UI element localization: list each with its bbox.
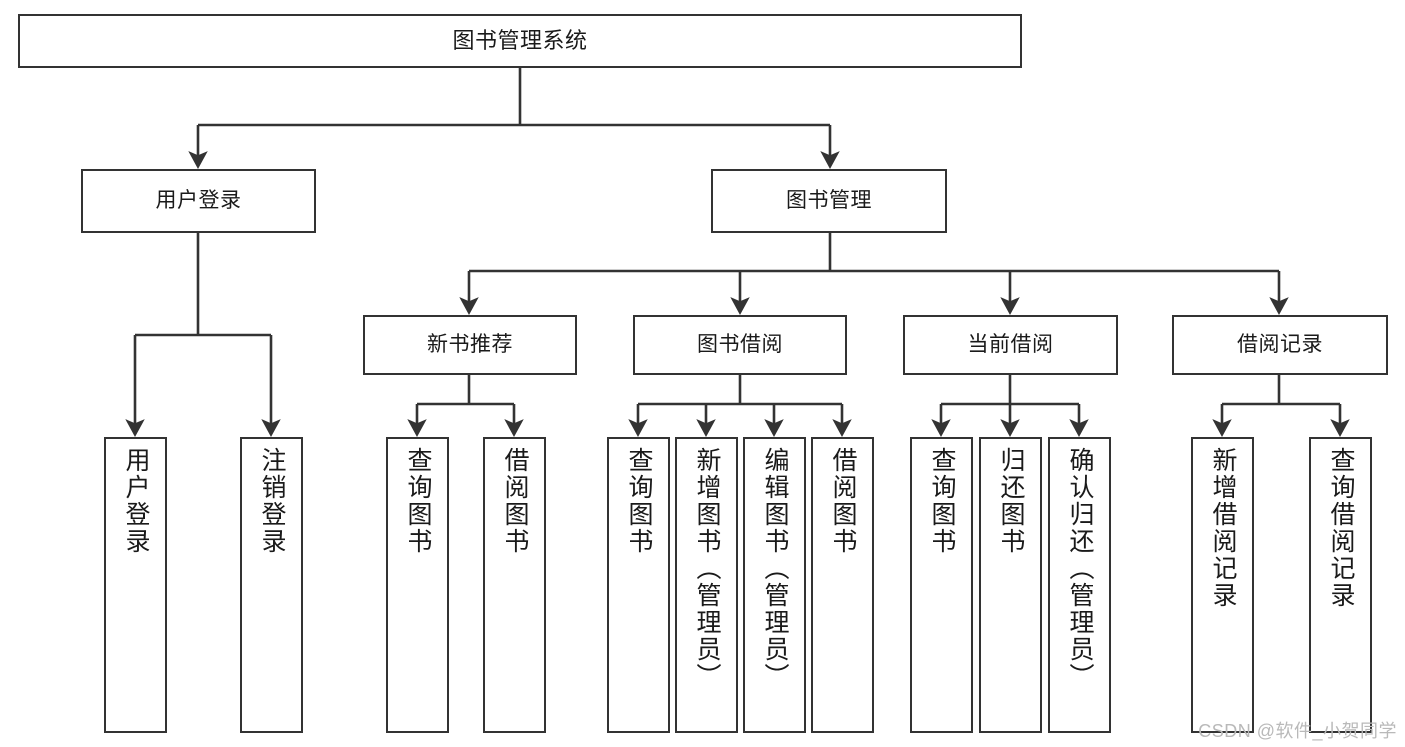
leaf-logout-label: 注销登录 bbox=[258, 447, 286, 555]
leaf-br-add-record-label: 新增借阅记录 bbox=[1209, 447, 1237, 609]
leaf-bb-borrow-book-label: 借阅图书 bbox=[829, 447, 857, 555]
leaf-nb-query-book[interactable]: 查询图书 bbox=[386, 437, 449, 733]
node-user-login-label: 用户登录 bbox=[155, 188, 242, 212]
leaf-cb-confirm-return[interactable]: 确认归还（管理员） bbox=[1048, 437, 1111, 733]
node-user-login[interactable]: 用户登录 bbox=[81, 169, 316, 233]
node-book-manage-label: 图书管理 bbox=[786, 188, 872, 212]
node-borrow-record[interactable]: 借阅记录 bbox=[1172, 315, 1388, 375]
leaf-nb-borrow-book-label: 借阅图书 bbox=[501, 447, 529, 555]
node-book-borrow-label: 图书借阅 bbox=[697, 332, 783, 356]
node-root[interactable]: 图书管理系统 bbox=[18, 14, 1022, 68]
csdn-watermark: CSDN @软件_小贺同学 bbox=[1198, 721, 1397, 741]
leaf-br-add-record[interactable]: 新增借阅记录 bbox=[1191, 437, 1254, 733]
leaf-bb-add-book[interactable]: 新增图书（管理员） bbox=[675, 437, 738, 733]
node-current-borrow[interactable]: 当前借阅 bbox=[903, 315, 1118, 375]
node-new-book-recommend[interactable]: 新书推荐 bbox=[363, 315, 577, 375]
node-root-label: 图书管理系统 bbox=[452, 28, 588, 54]
leaf-br-query-record-label: 查询借阅记录 bbox=[1327, 447, 1355, 609]
leaf-bb-query-book[interactable]: 查询图书 bbox=[607, 437, 670, 733]
leaf-cb-query-book-label: 查询图书 bbox=[928, 447, 956, 555]
leaf-nb-query-book-label: 查询图书 bbox=[404, 447, 432, 555]
leaf-logout[interactable]: 注销登录 bbox=[240, 437, 303, 733]
leaf-bb-edit-book-label: 编辑图书（管理员） bbox=[761, 447, 789, 690]
node-book-manage[interactable]: 图书管理 bbox=[711, 169, 947, 233]
leaf-user-login-label: 用户登录 bbox=[122, 447, 150, 555]
leaf-cb-confirm-return-label: 确认归还（管理员） bbox=[1066, 447, 1094, 690]
leaf-br-query-record[interactable]: 查询借阅记录 bbox=[1309, 437, 1372, 733]
node-book-borrow[interactable]: 图书借阅 bbox=[633, 315, 847, 375]
node-current-borrow-label: 当前借阅 bbox=[967, 332, 1054, 356]
leaf-nb-borrow-book[interactable]: 借阅图书 bbox=[483, 437, 546, 733]
node-new-book-recommend-label: 新书推荐 bbox=[427, 332, 513, 356]
leaf-cb-query-book[interactable]: 查询图书 bbox=[910, 437, 973, 733]
leaf-user-login[interactable]: 用户登录 bbox=[104, 437, 167, 733]
node-borrow-record-label: 借阅记录 bbox=[1237, 332, 1323, 356]
leaf-cb-return-book[interactable]: 归还图书 bbox=[979, 437, 1042, 733]
leaf-cb-return-book-label: 归还图书 bbox=[997, 447, 1025, 555]
leaf-bb-edit-book[interactable]: 编辑图书（管理员） bbox=[743, 437, 806, 733]
leaf-bb-add-book-label: 新增图书（管理员） bbox=[693, 447, 721, 690]
leaf-bb-query-book-label: 查询图书 bbox=[625, 447, 653, 555]
leaf-bb-borrow-book[interactable]: 借阅图书 bbox=[811, 437, 874, 733]
